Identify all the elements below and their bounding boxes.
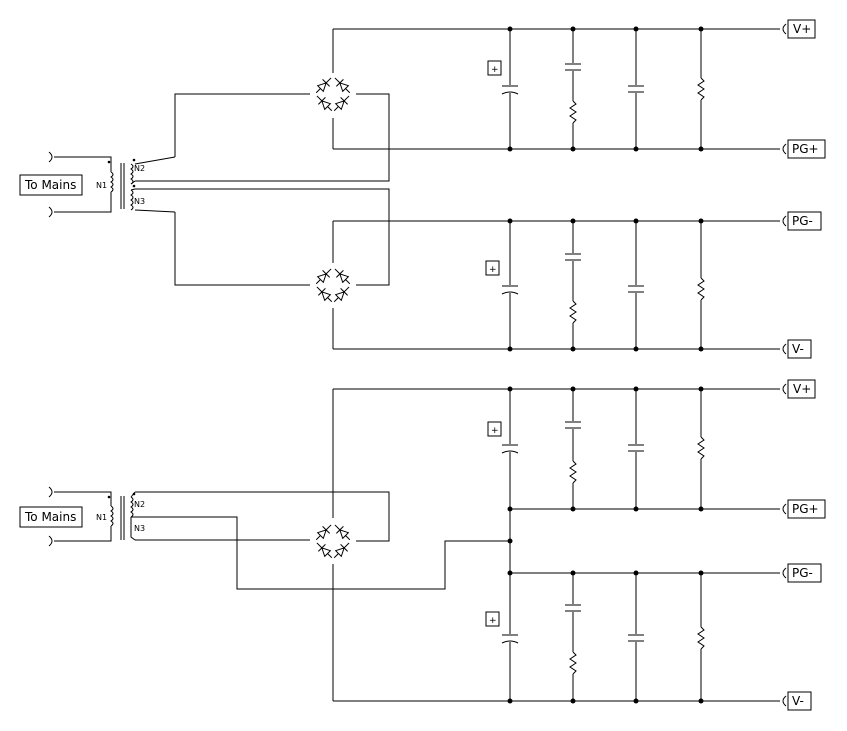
wire	[174, 212, 310, 286]
electrolytic-capacitor	[501, 84, 519, 95]
capacitor	[564, 603, 582, 613]
resistor	[696, 626, 706, 650]
terminal-v-minus: V-	[792, 694, 804, 708]
capacitor	[627, 633, 645, 643]
winding-label-n3: N3	[134, 524, 145, 533]
winding-label-n2: N2	[134, 500, 145, 509]
terminal-pg-plus: PG+	[792, 502, 819, 516]
resistor	[568, 651, 578, 675]
resistor	[568, 100, 578, 124]
capacitor	[564, 252, 582, 262]
capacitor	[627, 443, 645, 453]
bridge-rectifier	[313, 521, 354, 561]
circuit-top: To Mains N1 N2 N3 + +	[19, 19, 826, 359]
capacitor	[627, 84, 645, 94]
terminal-pg-minus: PG-	[792, 214, 813, 228]
electrolytic-capacitor	[501, 284, 519, 295]
polarity-mark: +	[489, 616, 497, 626]
transformer	[54, 156, 176, 213]
resistor	[696, 436, 706, 460]
terminal-v-plus: V+	[793, 382, 811, 396]
polarity-mark: +	[491, 65, 499, 75]
terminal-v-minus: V-	[792, 342, 804, 356]
resistor	[568, 300, 578, 324]
winding-label-n3: N3	[134, 197, 145, 206]
capacitor	[564, 420, 582, 430]
electrolytic-capacitor	[501, 443, 519, 454]
terminal-v-plus: V+	[793, 22, 811, 36]
capacitor	[627, 284, 645, 294]
winding-label-n1: N1	[96, 513, 107, 522]
polarity-mark: +	[489, 265, 497, 275]
capacitor	[564, 62, 582, 72]
resistor	[568, 460, 578, 484]
winding-label-n2: N2	[134, 164, 145, 173]
resistor	[696, 277, 706, 301]
resistor	[696, 77, 706, 101]
polarity-mark: +	[491, 426, 499, 436]
transformer	[54, 491, 136, 542]
terminal-pg-plus: PG+	[792, 142, 819, 156]
winding-label-n1: N1	[96, 181, 107, 190]
circuit-bottom: To Mains N1 N2 N3 +	[19, 379, 826, 711]
electrolytic-capacitor	[501, 633, 519, 644]
wire	[135, 93, 390, 182]
mains-label: To Mains	[24, 510, 76, 524]
bridge-rectifier	[313, 74, 354, 114]
wire	[135, 188, 390, 286]
wire	[174, 93, 310, 157]
mains-label: To Mains	[24, 178, 76, 192]
terminal-pg-minus: PG-	[792, 566, 813, 580]
bridge-rectifier	[313, 265, 354, 305]
